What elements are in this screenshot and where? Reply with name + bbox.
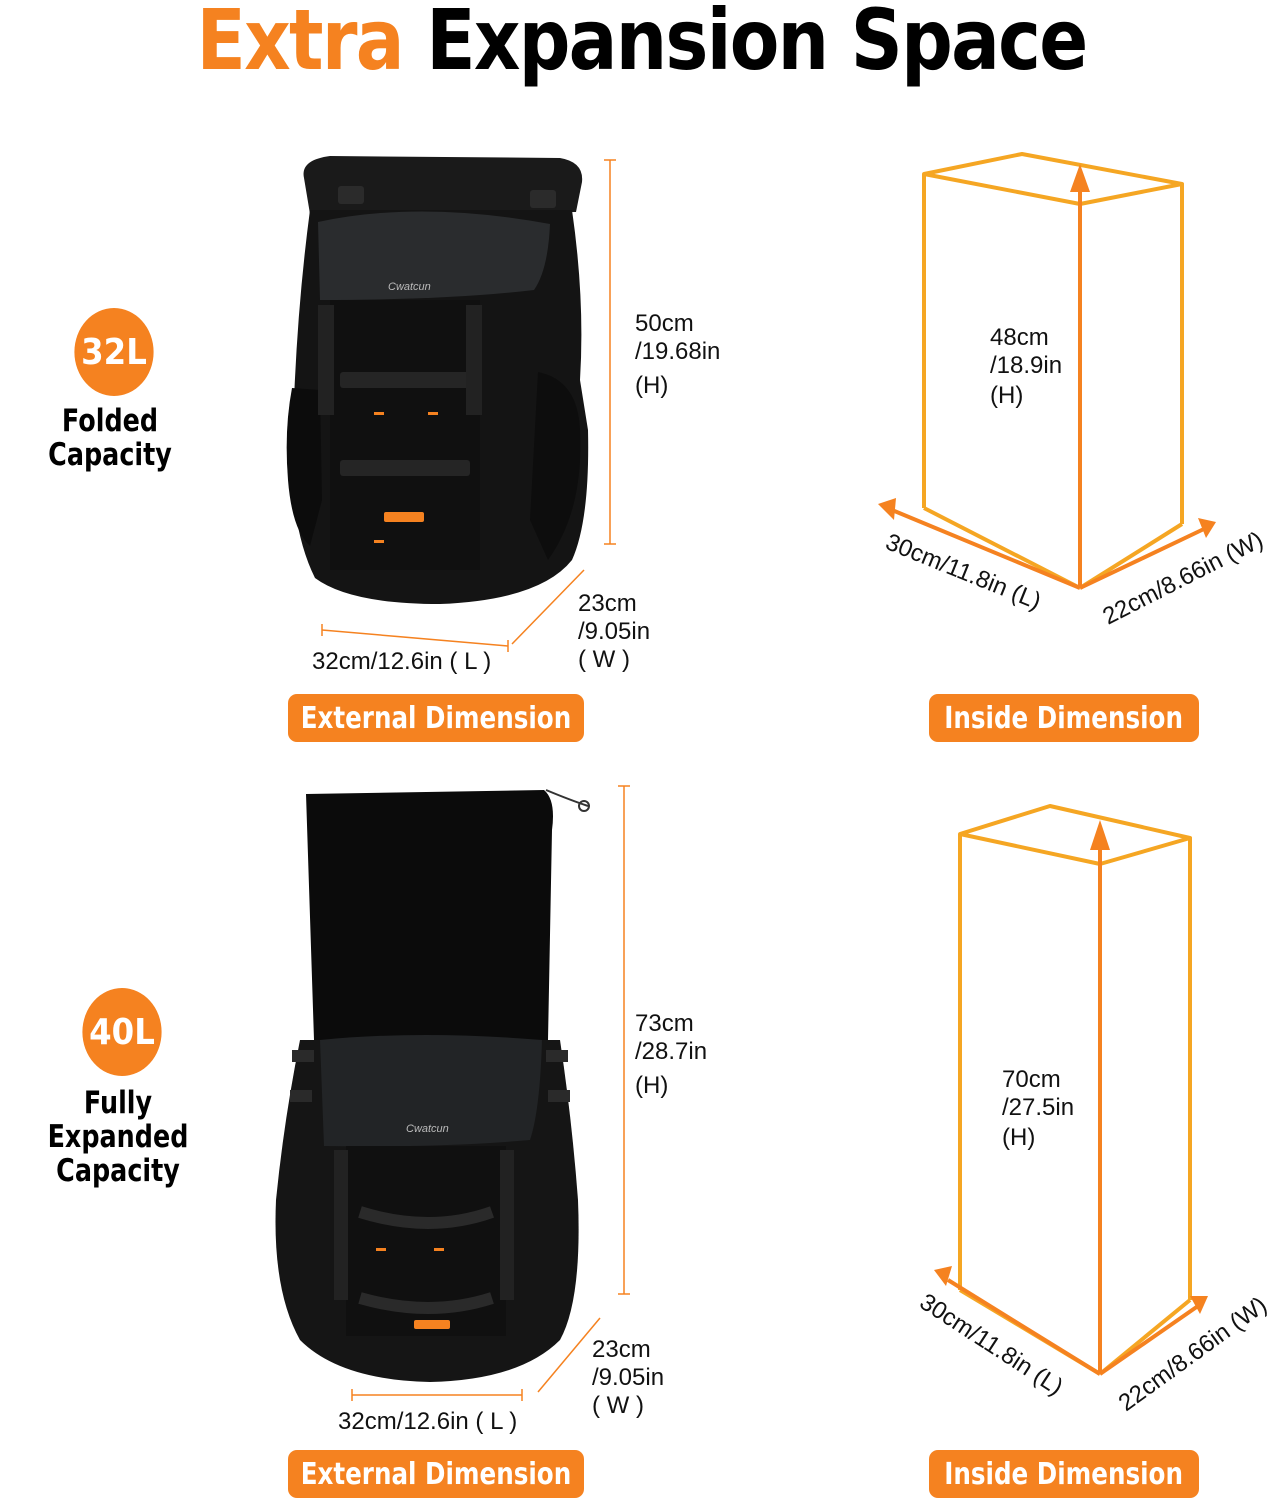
external-width-2-cm: 23cm [592, 1336, 651, 1363]
capacity-badge-40l: 40L [82, 988, 162, 1076]
inside-height-2-axis: (H) [1002, 1124, 1036, 1151]
external-height-1-in: /19.68in [635, 338, 721, 365]
title-accent: Extra [196, 0, 405, 89]
inside-height-1-in: /18.9in [990, 352, 1063, 379]
capacity-label-expanded: Fully Expanded Capacity [21, 1086, 215, 1188]
inside-height-1-cm: 48cm [990, 324, 1049, 351]
capacity-label-line2: Capacity [56, 1153, 180, 1189]
external-height-2-in: /28.7in [635, 1038, 708, 1065]
external-dimension-badge-1: External Dimension [288, 694, 584, 742]
external-dimension-badge-2: External Dimension [288, 1450, 584, 1498]
external-height-2-axis: (H) [635, 1072, 669, 1099]
external-height-1-cm: 50cm [635, 310, 694, 337]
capacity-badge-32l: 32L [74, 308, 154, 396]
inside-box-1 [922, 152, 1184, 590]
capacity-label-folded: Folded Capacity [48, 403, 172, 473]
inside-dimension-badge-1: Inside Dimension [929, 694, 1199, 742]
external-dimension-label-2: External Dimension [300, 1456, 572, 1492]
external-height-1: 50cm /19.68in (H) [635, 310, 720, 400]
external-width-1-in: /9.05in [578, 618, 651, 645]
external-height-2: 73cm /28.7in (H) [635, 1010, 707, 1100]
inside-dimension-label-2: Inside Dimension [944, 1456, 1184, 1492]
inside-arrows-2 [934, 820, 1208, 1376]
external-length-1: 32cm/12.6in ( L ) [312, 648, 492, 675]
external-width-2-in: /9.05in [592, 1364, 665, 1391]
page-title: Extra Expansion Space [90, 0, 1193, 82]
dimension-lines-2 [351, 785, 630, 1401]
inside-dimension-badge-2: Inside Dimension [929, 1450, 1199, 1498]
inside-height-1: 48cm /18.9in (H) [990, 324, 1062, 410]
inside-height-2-in: /27.5in [1002, 1094, 1075, 1121]
inside-height-1-axis: (H) [990, 382, 1024, 409]
dimension-lines-1 [321, 159, 616, 652]
inside-width-1: 22cm/8.66in (W) [1098, 526, 1267, 630]
capacity-label-line1: Fully Expanded [47, 1085, 189, 1155]
external-width-1: 23cm /9.05in ( W ) [578, 590, 650, 674]
external-length-2: 32cm/12.6in ( L ) [338, 1408, 518, 1435]
inside-dimension-label-1: Inside Dimension [944, 700, 1184, 736]
inside-height-2: 70cm /27.5in (H) [1002, 1066, 1074, 1152]
external-dimension-label-1: External Dimension [300, 700, 572, 736]
external-width-1-axis: ( W ) [578, 646, 630, 673]
title-rest: Expansion Space [426, 0, 1088, 89]
backpack-expanded-image [275, 789, 590, 1382]
external-height-1-axis: (H) [635, 372, 669, 399]
inside-box-2 [958, 804, 1192, 1376]
brand-logo-2: Cwatcun [406, 1123, 449, 1135]
inside-height-2-cm: 70cm [1002, 1066, 1061, 1093]
brand-logo-1: Cwatcun [388, 281, 431, 293]
external-width-2-axis: ( W ) [592, 1392, 644, 1419]
external-width-1-cm: 23cm [578, 590, 637, 617]
inside-arrows-1 [878, 164, 1216, 590]
backpack-folded-image [286, 156, 589, 604]
external-height-2-cm: 73cm [635, 1010, 694, 1037]
external-width-2: 23cm /9.05in ( W ) [592, 1336, 664, 1420]
